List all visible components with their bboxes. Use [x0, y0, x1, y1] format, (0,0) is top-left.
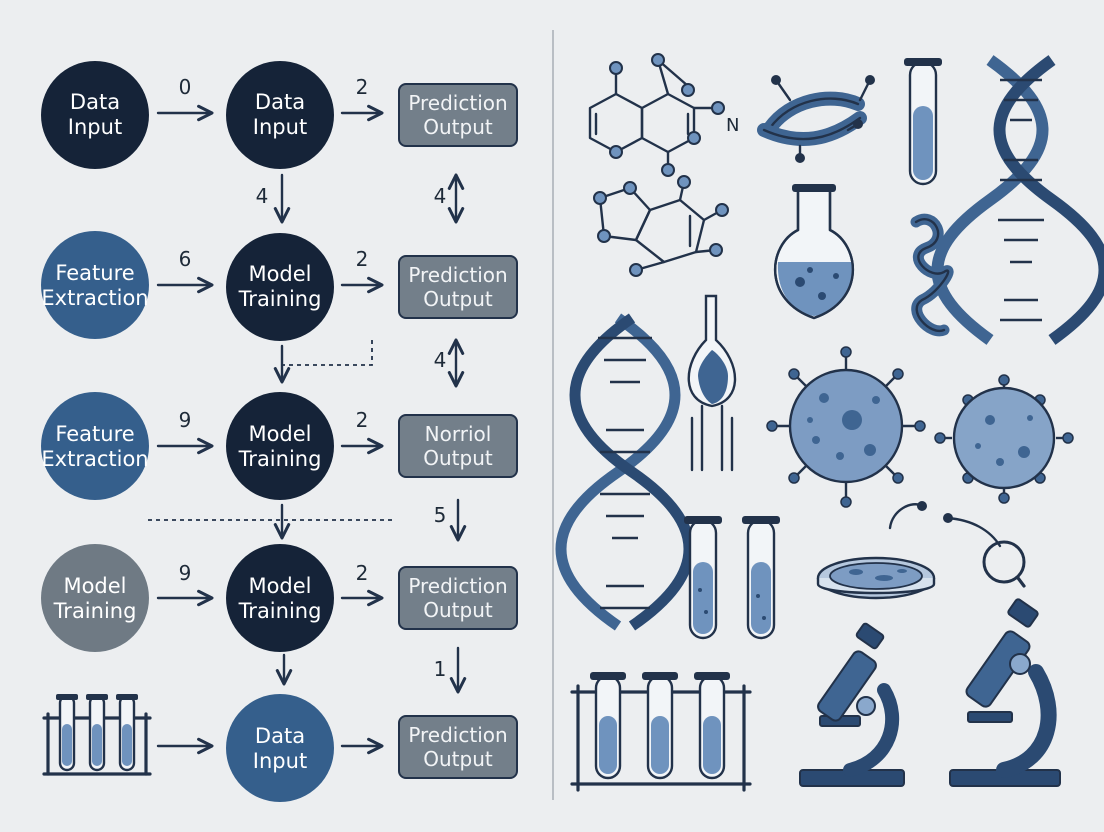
- box-label-line2: Output: [423, 598, 493, 622]
- node-label-line1: Model: [248, 422, 311, 446]
- edge-label: 0: [179, 75, 192, 99]
- node-label-line2: Input: [253, 115, 307, 139]
- squiggle-protein-icon: [910, 213, 954, 337]
- node-label-line1: Data: [70, 90, 120, 114]
- box-label-line1: Prediction: [408, 574, 507, 598]
- box-label-line1: Prediction: [408, 723, 507, 747]
- microscope-icon: [799, 622, 905, 787]
- node-model-training: [226, 392, 334, 500]
- edge-label: 2: [356, 408, 369, 432]
- dna-helix-icon: [555, 313, 695, 631]
- node-model-training: [41, 544, 149, 652]
- virus-icon: [934, 374, 1074, 504]
- node-label-line2: Extraction: [41, 286, 148, 310]
- node-label-line1: Feature: [55, 422, 134, 446]
- edge-label: 9: [179, 561, 192, 585]
- flow-row-3: Feature Extraction 9 Model Training 2 No…: [41, 392, 518, 542]
- node-data-input: [41, 61, 149, 169]
- virus-icon: [766, 346, 926, 508]
- box-label-line2: Output: [423, 747, 493, 771]
- edge-label: 9: [179, 408, 192, 432]
- test-tube-rack-icon: [570, 672, 752, 792]
- node-model-training: [226, 544, 334, 652]
- edge-label: 2: [356, 75, 369, 99]
- node-feature-extraction: [41, 392, 149, 500]
- petri-dish-icon: [816, 501, 936, 600]
- output-box: [398, 414, 518, 478]
- edge-label: 4: [434, 184, 447, 208]
- node-label-line2: Training: [53, 599, 137, 623]
- node-data-input: [226, 61, 334, 169]
- output-box: [398, 255, 518, 319]
- ring-molecule-icon: [593, 175, 729, 277]
- node-label-line2: Input: [68, 115, 122, 139]
- test-tube-rack-icon: [42, 694, 152, 776]
- box-label-line2: Output: [423, 115, 493, 139]
- edge-label: 5: [434, 503, 447, 527]
- node-label-line1: Model: [248, 574, 311, 598]
- node-label-line2: Training: [238, 287, 322, 311]
- edge-label: 1: [434, 657, 447, 681]
- node-label-line2: Training: [238, 599, 322, 623]
- test-tube-icon: [904, 58, 942, 186]
- edge-label: 6: [179, 247, 192, 271]
- box-label-line2: Output: [423, 287, 493, 311]
- node-feature-extraction: [41, 231, 149, 339]
- pipette-icon: [687, 294, 737, 472]
- flow-row-4: Model Training 9 Model Training 2 Predic…: [41, 544, 518, 694]
- edge-label: 2: [356, 561, 369, 585]
- output-box: [398, 566, 518, 630]
- node-label-line2: Input: [253, 749, 307, 773]
- microscope-icon: [949, 598, 1061, 787]
- node-label-line2: Training: [238, 447, 322, 471]
- node-data-input: [226, 694, 334, 802]
- box-label-line1: Norriol: [425, 422, 492, 446]
- flow-row-1: Data Input 0 Data Input 2 Prediction Out…: [41, 61, 518, 224]
- flask-icon: [774, 184, 854, 320]
- node-label-line1: Feature: [55, 261, 134, 285]
- box-label-line1: Prediction: [408, 91, 507, 115]
- node-label-line1: Data: [255, 90, 305, 114]
- node-label-line1: Model: [63, 574, 126, 598]
- magnifier-icon: [943, 513, 1026, 588]
- node-label-line1: Model: [248, 262, 311, 286]
- atom-label: N: [726, 115, 739, 136]
- node-model-training: [226, 233, 334, 341]
- dashed-connector: [282, 340, 373, 366]
- dna-helix-icon: [931, 55, 1104, 345]
- test-tubes-icon: [684, 516, 780, 640]
- chemical-structure-icon: N: [588, 53, 739, 177]
- flow-row-2: Feature Extraction 6 Model Training 2 Pr…: [41, 231, 518, 388]
- molecule-chain-icon: [757, 75, 875, 163]
- node-label-line2: Extraction: [41, 447, 148, 471]
- flow-row-5: Data Input Prediction Output: [42, 694, 518, 802]
- box-label-line1: Prediction: [408, 263, 507, 287]
- output-box: [398, 715, 518, 779]
- edge-label: 2: [356, 247, 369, 271]
- node-label-line1: Data: [255, 724, 305, 748]
- edge-label: 4: [434, 348, 447, 372]
- output-box: [398, 83, 518, 147]
- edge-label: 4: [256, 184, 269, 208]
- box-label-line2: Output: [423, 446, 493, 470]
